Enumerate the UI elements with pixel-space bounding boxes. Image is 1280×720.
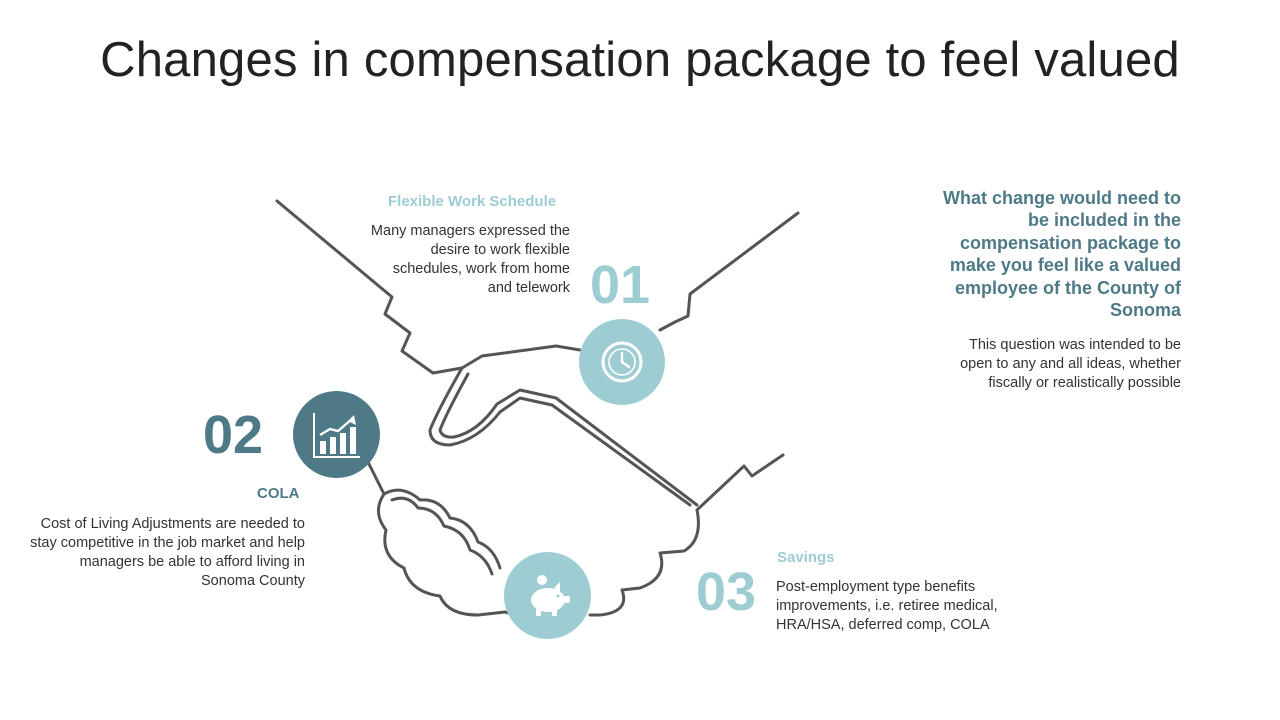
left-thumb-inner2 bbox=[438, 372, 699, 507]
finger-knuckles-inner bbox=[382, 488, 502, 570]
left-thumb-outer bbox=[460, 344, 582, 370]
item-number-02: 02 bbox=[203, 405, 264, 465]
right-sleeve-lower bbox=[695, 453, 785, 512]
finger-knuckles-inner2 bbox=[390, 496, 494, 576]
slide-title: Changes in compensation package to feel … bbox=[100, 33, 1180, 87]
item-heading-flexible: Flexible Work Schedule bbox=[388, 193, 557, 210]
item-circle-01 bbox=[579, 319, 665, 405]
question-title: What change would need to be included in… bbox=[943, 188, 1181, 321]
item-circle-02 bbox=[293, 391, 380, 478]
clock-icon bbox=[601, 341, 643, 383]
item-body-cola: Cost of Living Adjustments are needed to… bbox=[30, 516, 305, 589]
question-body: This question was intended to be open to… bbox=[960, 337, 1181, 391]
left-thumb-inner bbox=[428, 366, 692, 507]
item-heading-cola: COLA bbox=[257, 485, 300, 502]
right-sleeve-outline bbox=[658, 211, 800, 332]
piggy-bank-icon bbox=[530, 574, 570, 616]
finger-knuckles bbox=[366, 460, 507, 617]
item-body-flexible: Many managers expressed the desire to wo… bbox=[370, 223, 570, 296]
bar-chart-icon bbox=[312, 412, 360, 458]
item-number-01: 01 bbox=[590, 255, 651, 315]
item-number-03: 03 bbox=[696, 562, 757, 622]
item-heading-savings: Savings bbox=[777, 549, 835, 566]
item-body-savings: Post-employment type benefits improvemen… bbox=[776, 579, 998, 633]
left-sleeve-outline bbox=[275, 199, 464, 375]
right-hand-outline bbox=[588, 508, 700, 617]
item-circle-03 bbox=[504, 552, 591, 639]
